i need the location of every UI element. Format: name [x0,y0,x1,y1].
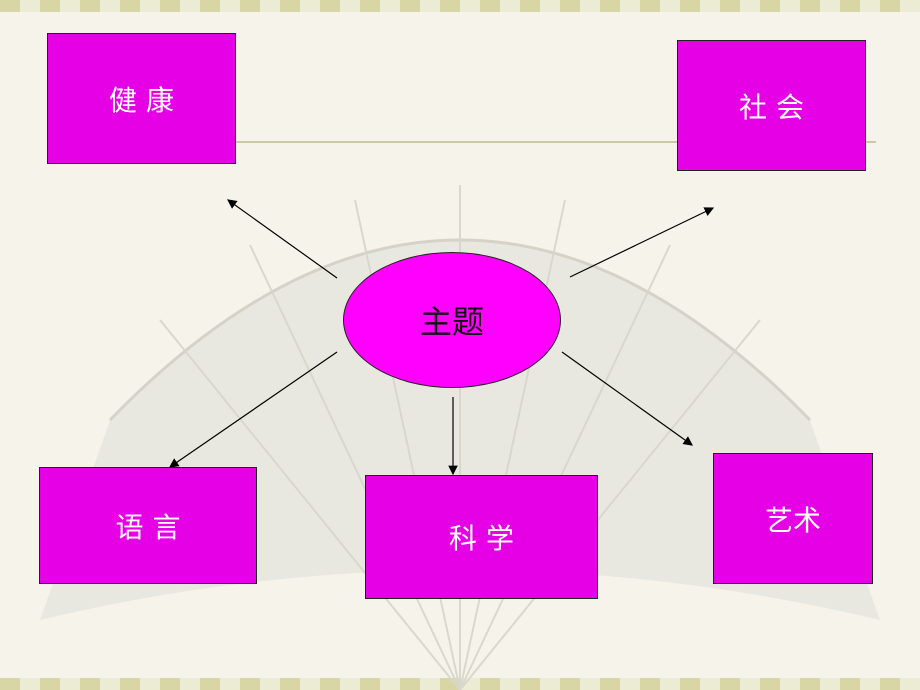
top-decorative-bar [0,0,920,12]
arrow-to-society [569,207,715,278]
center-topic: 主题 [343,252,561,388]
arrow-to-health [227,199,338,279]
node-language: 语 言 [39,467,257,584]
node-science-label: 科 学 [449,522,514,555]
arrow-to-language [169,351,338,468]
node-society-label: 社 会 [739,90,804,124]
decorative-divider [236,141,876,143]
node-society: 社 会 [677,40,866,171]
node-health-label: 健 康 [109,83,174,117]
node-art-label: 艺术 [764,503,821,537]
node-health: 健 康 [47,33,236,164]
arrow-to-art [561,351,693,446]
node-language-label: 语 言 [115,510,181,544]
node-art: 艺术 [713,453,873,584]
center-topic-label: 主题 [419,303,484,341]
node-science: 科 学 [365,475,598,599]
